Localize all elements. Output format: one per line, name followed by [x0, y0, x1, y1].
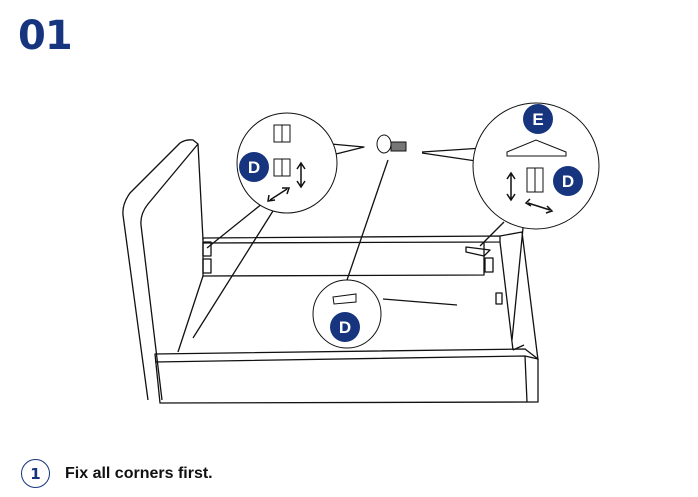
top-right-callout: E D [472, 102, 600, 230]
part-label-d: D [562, 172, 574, 191]
rail-bracket [202, 241, 212, 257]
top-left-callout: D [236, 112, 338, 214]
triangle-corner-brace-icon [506, 139, 567, 157]
front-rail [154, 348, 539, 404]
part-label-badge [523, 104, 553, 134]
diagonal-arrow-icon [524, 198, 554, 214]
rail-bracket [202, 258, 212, 274]
instruction-step: 1 Fix all corners first. [21, 459, 213, 488]
rail-bracket-icon [332, 293, 357, 305]
part-label-e: E [532, 110, 543, 129]
instruction-text: Fix all corners first. [65, 464, 213, 482]
headboard-inner-edge [140, 143, 199, 401]
diagonal-arrow-icon [267, 187, 291, 202]
center-callout: D [312, 279, 382, 349]
instruction-number-badge: 1 [21, 459, 50, 488]
part-label-d: D [339, 318, 351, 337]
part-label-badge [553, 166, 583, 196]
back-rail [202, 235, 501, 244]
corner-bracket-icon [526, 167, 544, 193]
corner-bracket-icon [273, 124, 291, 177]
part-label-badge [239, 152, 269, 182]
corner-brace-small [465, 246, 491, 257]
rail-bracket [484, 257, 494, 273]
part-label-d: D [248, 158, 260, 177]
step-number: 01 [18, 13, 73, 59]
vertical-arrow-icon [296, 161, 306, 189]
headboard [122, 139, 204, 401]
vertical-arrow-icon [506, 171, 516, 202]
side-bracket [495, 292, 503, 305]
part-label-badge [330, 312, 360, 342]
screw-icon [376, 134, 407, 154]
